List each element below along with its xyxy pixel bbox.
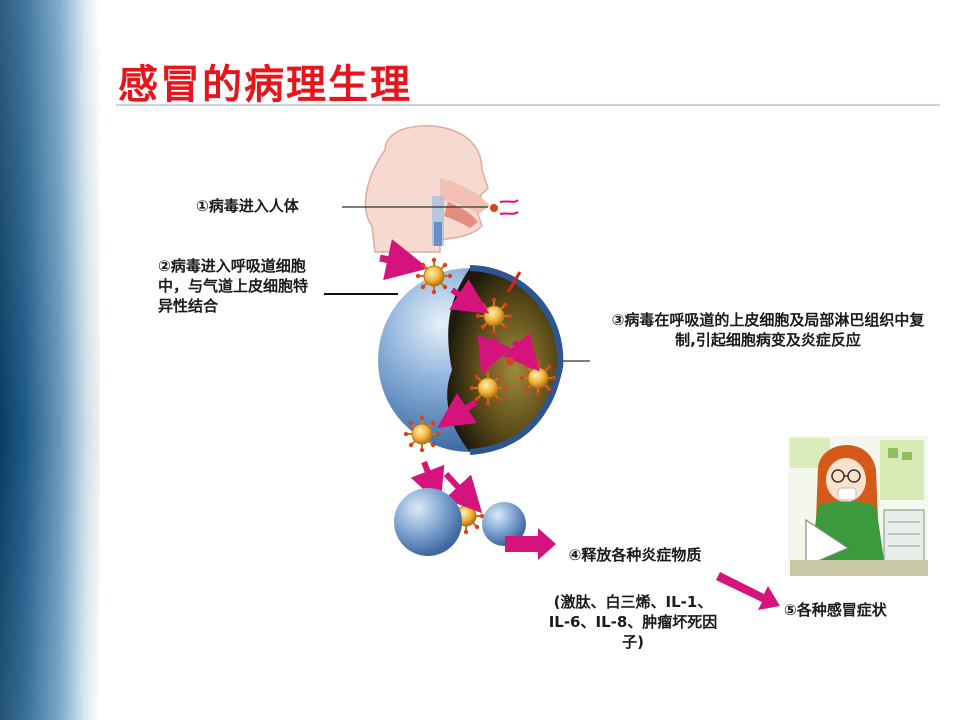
release-arrow <box>410 460 445 505</box>
immune-cell-icon <box>482 502 526 546</box>
release-arrow <box>443 471 483 514</box>
step2-label: ②病毒进入呼吸道细胞中，与气道上皮细胞特异性结合 <box>158 257 309 315</box>
step5-label: ⑤各种感冒症状 <box>784 601 887 619</box>
step3-label: ③病毒在呼吸道的上皮细胞及局部淋巴组织中复制,引起细胞病变及炎症反应 <box>611 311 925 349</box>
sick-person-illustration <box>788 436 928 576</box>
step4-arrow <box>505 528 556 560</box>
step4-label: ④释放各种炎症物质 <box>568 546 702 564</box>
replication-arrow <box>437 393 478 428</box>
slide-title: 感冒的病理生理 <box>118 62 412 108</box>
entry-arrow <box>379 239 429 281</box>
step1-label: ①病毒进入人体 <box>196 197 299 215</box>
epithelial-cell-icon <box>378 265 564 455</box>
infection-mark <box>506 271 522 293</box>
slide-side-bar <box>0 0 100 720</box>
human-head-icon <box>364 125 519 253</box>
step5-arrow <box>716 572 780 610</box>
step4-detail-label: (激肽、白三烯、IL-1、IL-6、IL-8、肿瘤坏死因子) <box>548 593 718 651</box>
replication-arrow <box>449 279 490 314</box>
pointer-dot <box>506 357 514 365</box>
immune-cell-icon <box>394 488 462 556</box>
title-divider <box>116 104 940 106</box>
replication-arrow <box>477 334 512 375</box>
replication-arrow <box>502 332 540 372</box>
